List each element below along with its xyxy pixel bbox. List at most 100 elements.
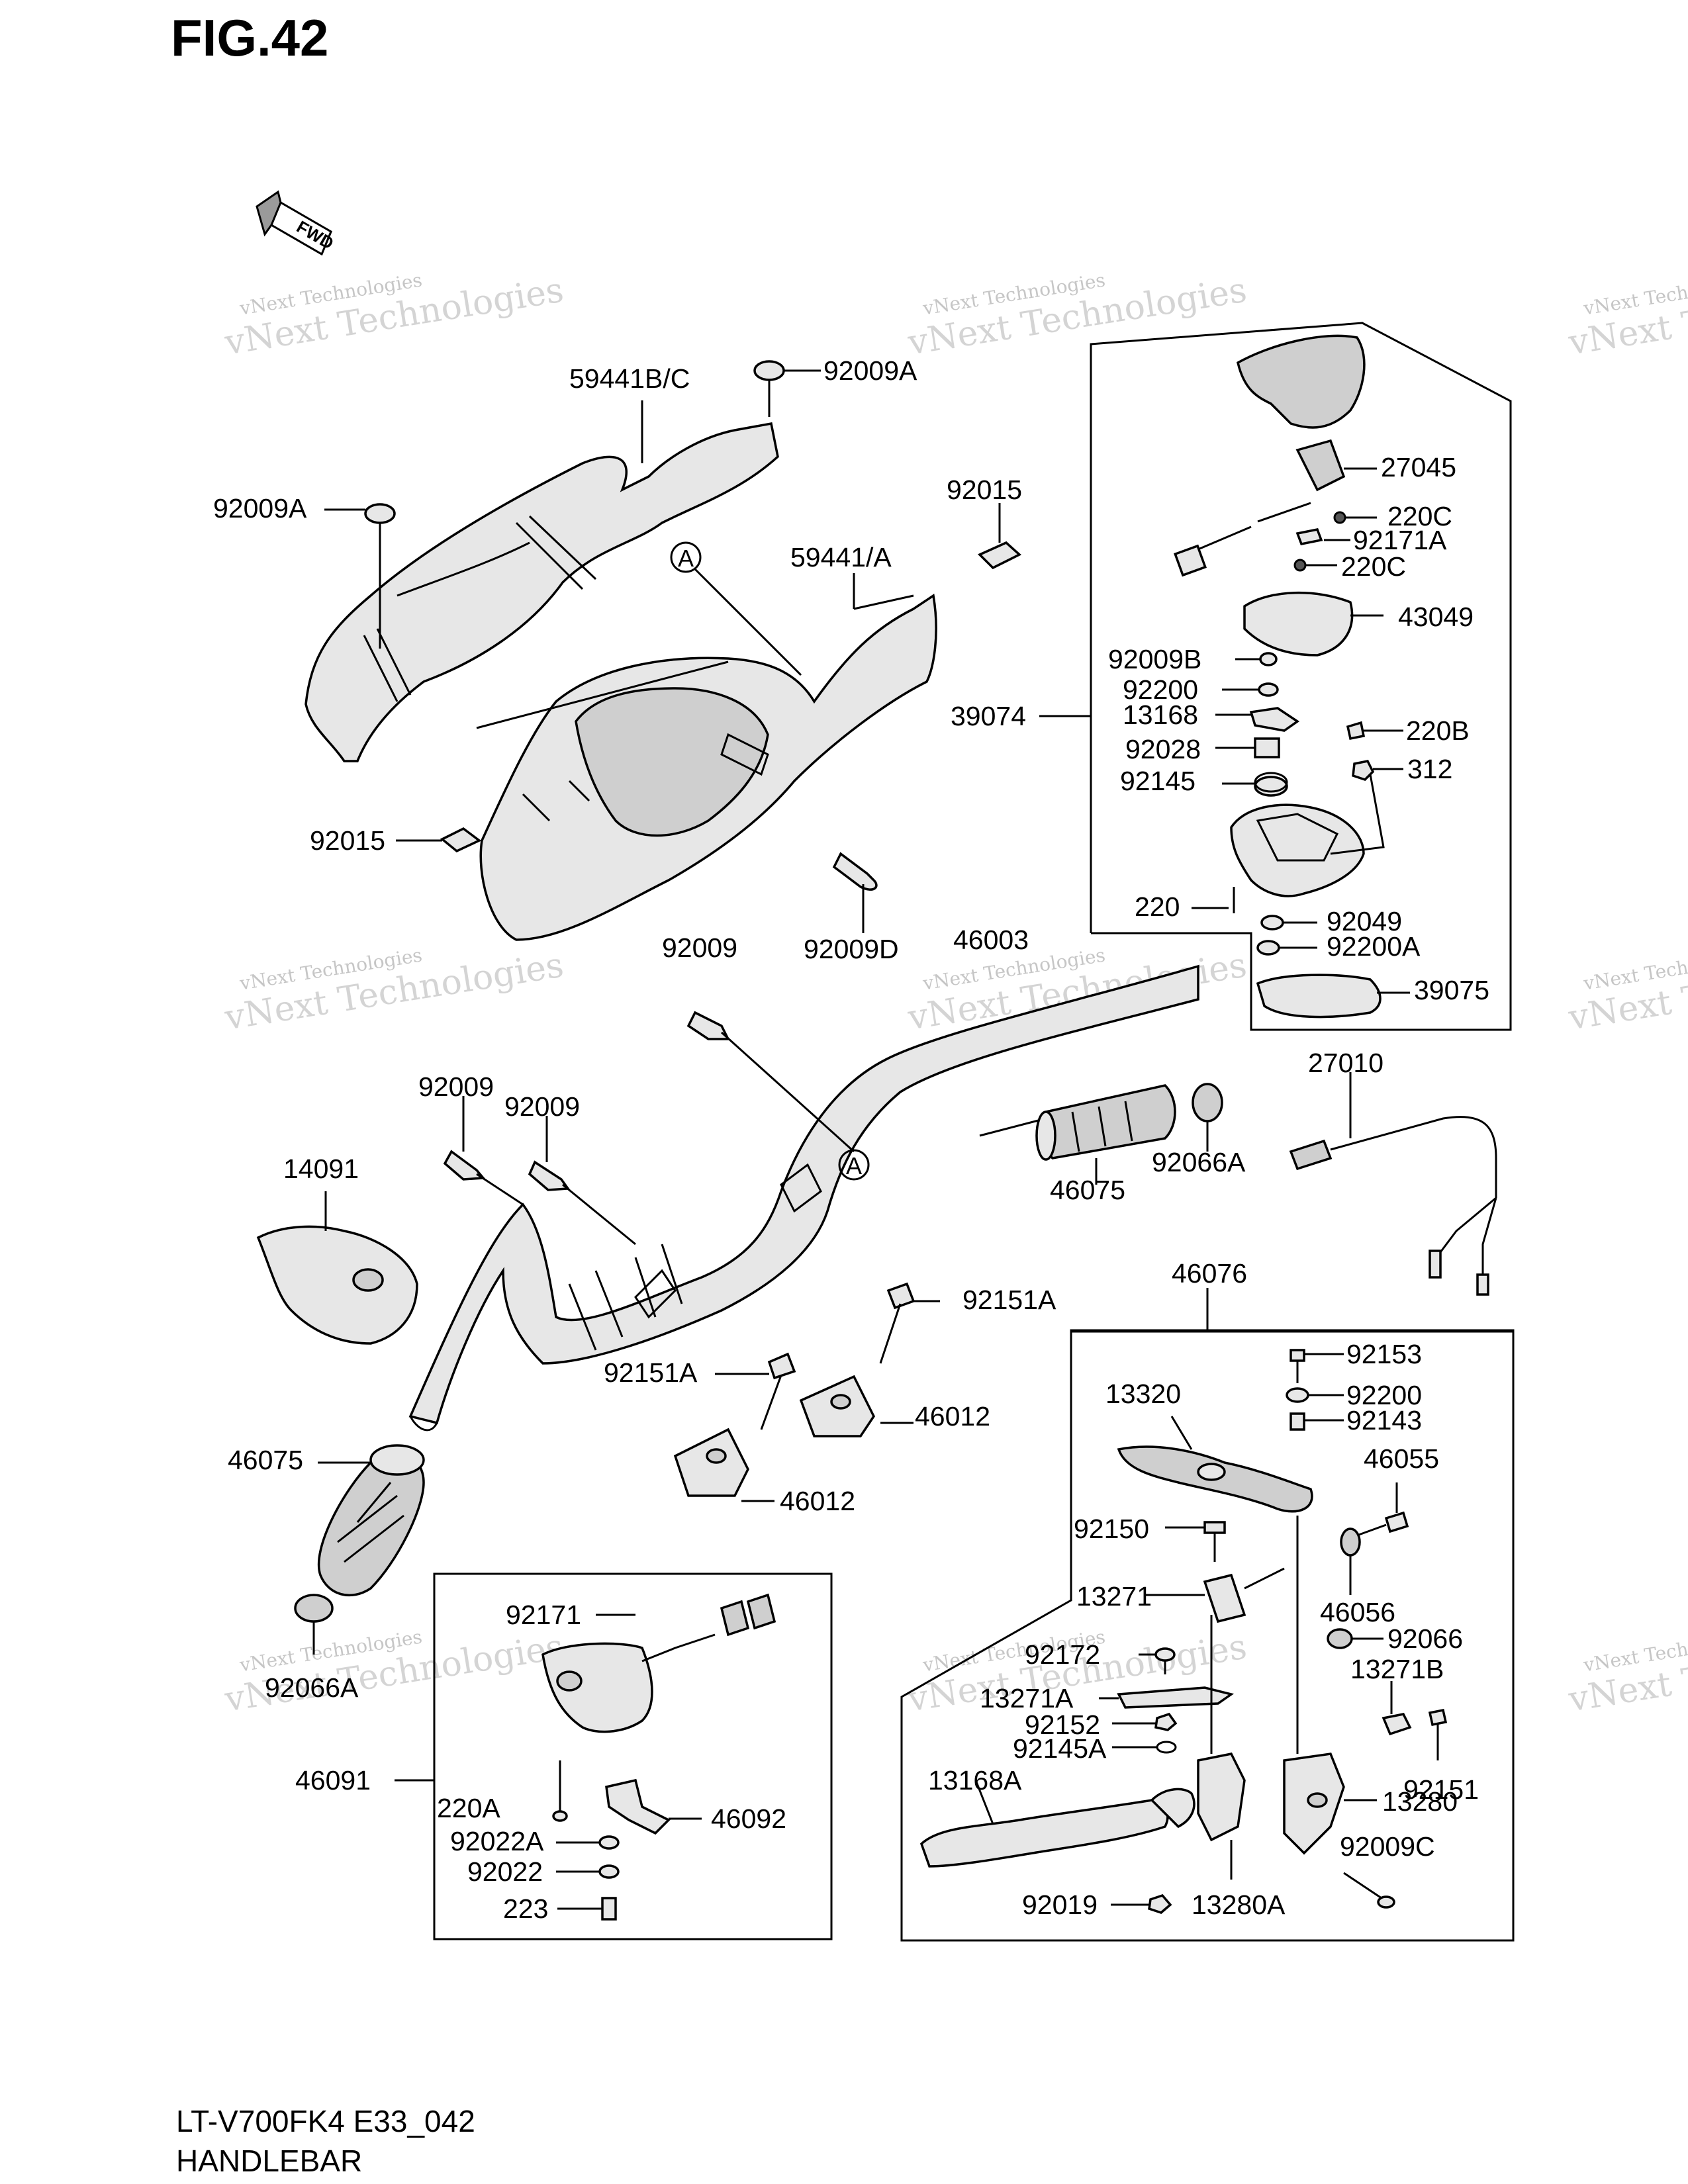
callout-circle-a1 xyxy=(670,541,702,573)
clip-92015-top-icon xyxy=(977,503,1022,570)
grip-right-46075 xyxy=(979,1084,1176,1185)
bolt-92153-icon xyxy=(1289,1349,1344,1383)
label-92022: 92022 xyxy=(467,1856,543,1887)
label-220a: 220A xyxy=(437,1793,500,1823)
label-92009b: 92009B xyxy=(1108,644,1202,674)
washer-92022a-icon xyxy=(556,1835,620,1850)
label-13271: 13271 xyxy=(1076,1581,1152,1612)
label-92151a-1: 92151A xyxy=(962,1285,1056,1315)
plate-13271a xyxy=(1099,1686,1235,1709)
screw-92009d-icon xyxy=(832,852,878,933)
label-92049: 92049 xyxy=(1327,906,1403,936)
label-46075-right: 46075 xyxy=(1050,1175,1126,1205)
washer-92022-icon xyxy=(556,1864,620,1879)
nut-312-icon xyxy=(1352,760,1403,782)
label-312: 312 xyxy=(1407,754,1453,784)
switch-cover-14091 xyxy=(256,1191,418,1345)
bolt-46055-icon xyxy=(1356,1482,1409,1537)
label-13271a: 13271A xyxy=(980,1683,1074,1713)
label-92015-left: 92015 xyxy=(310,825,386,856)
label-92171: 92171 xyxy=(506,1600,582,1630)
box-46076-outline xyxy=(900,1329,1515,1942)
label-46056: 46056 xyxy=(1320,1597,1396,1627)
bracket-13271b xyxy=(1382,1681,1412,1736)
label-92009-l2: 92009 xyxy=(504,1091,581,1122)
end-plug-92066a-left xyxy=(294,1594,334,1655)
bracket-13271 xyxy=(1145,1567,1285,1623)
label-13168: 13168 xyxy=(1123,700,1199,730)
screw-220a-icon xyxy=(552,1760,568,1822)
clip-92171a-icon xyxy=(1295,527,1350,546)
nut-92019-icon xyxy=(1111,1893,1172,1914)
label-92145: 92145 xyxy=(1120,766,1196,796)
label-92145a: 92145A xyxy=(1013,1733,1107,1764)
collar-92028-icon xyxy=(1215,737,1280,758)
callout-circle-a2 xyxy=(838,1149,870,1181)
label-13271b: 13271B xyxy=(1350,1654,1444,1684)
wheel-46056-icon xyxy=(1340,1527,1361,1595)
screw-92009-mid-icon xyxy=(686,1011,855,1153)
label-92150: 92150 xyxy=(1074,1514,1150,1544)
grip-left-46075 xyxy=(317,1444,425,1597)
spring-92145-icon xyxy=(1222,772,1288,797)
cap-92066-icon xyxy=(1327,1628,1383,1649)
label-92066: 92066 xyxy=(1387,1623,1464,1654)
throttle-case-cover xyxy=(1236,334,1366,429)
label-92200: 92200 xyxy=(1123,674,1199,705)
label-92151a-2: 92151A xyxy=(604,1357,698,1388)
end-plug-92066a-right xyxy=(1192,1083,1223,1152)
screw-92009-l1-icon xyxy=(443,1096,524,1206)
lever-cover-43049 xyxy=(1243,592,1383,657)
washer-92200-icon xyxy=(1222,682,1279,697)
label-92171a: 92171A xyxy=(1353,525,1447,555)
label-92019: 92019 xyxy=(1022,1889,1098,1920)
label-92200a: 92200A xyxy=(1327,931,1421,962)
holder-46012-2 xyxy=(673,1428,774,1502)
clip-92015-left-icon xyxy=(396,827,482,853)
screw-92009b-icon xyxy=(1235,652,1278,666)
handlebar-tube xyxy=(408,964,1199,1432)
figure-code: LT-V700FK4 E33_042 xyxy=(176,2104,475,2138)
bolt-92151a-1-icon xyxy=(879,1282,940,1364)
screw-92009-l2-icon xyxy=(528,1116,636,1246)
label-92009-mid: 92009 xyxy=(662,933,738,963)
label-92152: 92152 xyxy=(1025,1709,1101,1740)
label-92009c: 92009C xyxy=(1340,1831,1435,1862)
fwd-arrow-icon xyxy=(256,190,332,256)
label-220c-2: 220C xyxy=(1341,551,1407,582)
label-43049: 43049 xyxy=(1398,602,1474,632)
label-14091: 14091 xyxy=(283,1154,359,1184)
washer-92200a-icon xyxy=(1256,940,1317,956)
label-220: 220 xyxy=(1135,891,1180,922)
screw-92172-icon xyxy=(1139,1647,1176,1674)
label-59441a: 59441/A xyxy=(790,542,892,572)
lever-13168a xyxy=(919,1780,1196,1868)
throttle-lever-39075 xyxy=(1256,974,1410,1019)
screw-223-icon xyxy=(557,1897,617,1921)
label-92015-top: 92015 xyxy=(947,475,1023,505)
label-92066a-right: 92066A xyxy=(1152,1147,1246,1177)
master-cylinder-13280 xyxy=(1283,1752,1377,1855)
nut-92152-icon xyxy=(1112,1712,1178,1731)
label-46075-left: 46075 xyxy=(228,1445,304,1475)
label-46092: 46092 xyxy=(711,1803,787,1834)
screw-92009a-top-icon xyxy=(753,360,821,417)
label-46003: 46003 xyxy=(953,925,1029,955)
label-13280: 13280 xyxy=(1382,1786,1458,1817)
bolt-220b-icon xyxy=(1346,721,1403,741)
label-13320: 13320 xyxy=(1105,1379,1182,1409)
plate-13168-icon xyxy=(1215,707,1300,732)
label-92143: 92143 xyxy=(1346,1405,1423,1435)
screw-220c-1-icon xyxy=(1333,511,1377,524)
bolt-92151a-2-icon xyxy=(715,1352,796,1430)
label-13168a: 13168A xyxy=(928,1765,1022,1796)
callout-a1-label: A xyxy=(678,545,694,572)
label-92009-l1: 92009 xyxy=(418,1071,494,1102)
label-92009a-top: 92009A xyxy=(823,355,917,386)
handlebar-switch-46091 xyxy=(395,1593,776,1782)
throttle-case-body xyxy=(1230,774,1385,897)
label-27045: 27045 xyxy=(1381,452,1457,482)
label-92028: 92028 xyxy=(1125,734,1201,764)
